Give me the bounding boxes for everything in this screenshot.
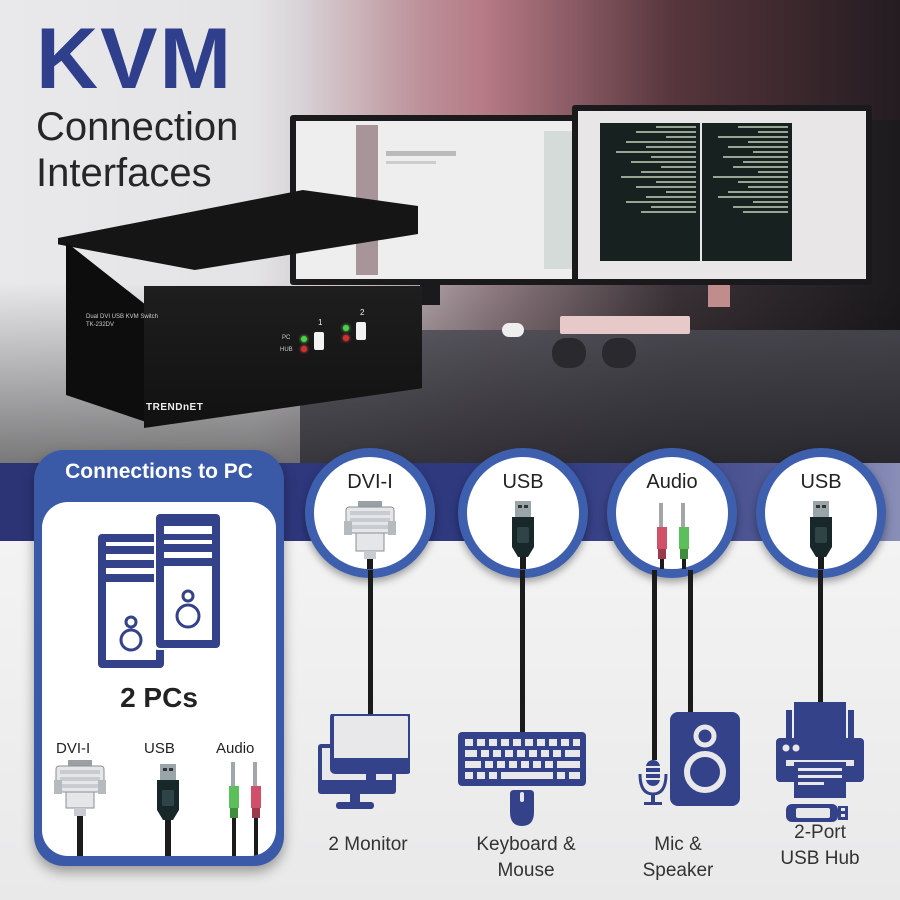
device-label-line1: Mic & — [654, 834, 702, 855]
product-name: Dual DVI USB KVM Switch — [86, 314, 159, 320]
device-label-line1: Keyboard & — [476, 834, 576, 855]
device-label-usb-hub: 2-Port USB Hub — [740, 820, 900, 872]
pc-connector-label-dvi: DVI-I — [56, 740, 91, 757]
usb-connector-icon — [512, 501, 534, 569]
keyboard-mouse-icon — [458, 732, 586, 826]
interface-label-dvi: DVI-I — [347, 471, 393, 493]
mic-speaker-icon — [638, 712, 740, 806]
page-subtitle-line1: Connection — [36, 105, 239, 149]
product-model: TK-232DV — [86, 322, 115, 328]
dual-monitor-icon — [318, 714, 410, 809]
usb-connector-icon — [810, 501, 832, 569]
pc-connector-label-usb: USB — [144, 740, 175, 757]
page-title: KVM — [36, 11, 234, 107]
interface-label-usb-2: USB — [800, 471, 842, 493]
product-label: Dual DVI USB KVM Switch TK-232DV — [86, 313, 158, 329]
dvi-cable — [368, 570, 373, 716]
led-pc-1 — [301, 336, 307, 342]
port-number-1: 1 — [318, 318, 323, 327]
led-hub-1 — [301, 346, 307, 352]
device-label-line2: Mouse — [497, 860, 555, 881]
led-label-pc: PC — [282, 335, 291, 341]
page-subtitle-line2: Interfaces — [36, 151, 212, 195]
port-2-button[interactable] — [356, 322, 366, 340]
audio-jack-icon — [229, 762, 261, 856]
led-hub-2 — [343, 335, 349, 341]
device-label-mic-speaker: Mic & Speaker — [598, 832, 758, 884]
interface-circle-dvi: DVI-I — [305, 448, 435, 578]
photo-keyboard — [560, 316, 690, 334]
photo-monitor-stand — [420, 285, 440, 305]
dvi-connector-icon — [344, 501, 396, 569]
interface-label-usb-1: USB — [502, 471, 544, 493]
interface-circle-audio: Audio — [607, 448, 737, 578]
photo-headphones — [552, 330, 642, 370]
usb-keyboard-cable — [520, 570, 525, 732]
pc-count-label: 2 PCs — [120, 682, 198, 713]
two-pc-tower-icon — [98, 512, 222, 668]
device-label-line2: USB Hub — [780, 848, 860, 869]
usb-hub-cable — [818, 570, 823, 704]
title-block: KVM Connection Interfaces — [36, 14, 238, 196]
device-label-line2: Speaker — [642, 860, 714, 881]
photo-mouse — [502, 323, 524, 337]
interface-circle-usb-keyboard: USB — [458, 448, 588, 578]
device-label-line1: 2-Port — [794, 822, 846, 843]
photo-monitor-stand — [708, 285, 730, 307]
interface-label-audio: Audio — [646, 471, 698, 493]
kvm-switch-product-image — [58, 190, 428, 430]
pc-card-body: 2 PCs DVI-I USB Audio — [42, 502, 276, 856]
printer-usb-icon — [776, 702, 864, 822]
audio-mic-cable — [652, 570, 657, 760]
device-label-monitor: 2 Monitor — [328, 834, 408, 855]
photo-monitor-right — [572, 105, 872, 285]
usb-connector-icon — [157, 764, 179, 856]
audio-speaker-cable — [688, 570, 693, 714]
interface-circle-usb-hub: USB — [756, 448, 886, 578]
audio-jack-icon — [657, 503, 689, 569]
led-pc-2 — [343, 325, 349, 331]
connections-to-pc-card: Connections to PC 2 PCs DVI-I USB Audio — [34, 450, 284, 866]
pc-connector-label-audio: Audio — [216, 740, 255, 757]
led-label-hub: HUB — [280, 347, 293, 353]
dvi-connector-icon — [54, 760, 106, 856]
port-number-2: 2 — [360, 308, 365, 317]
pc-card-title: Connections to PC — [65, 460, 253, 483]
device-label-keyboard-mouse: Keyboard & Mouse — [446, 832, 606, 884]
port-1-button[interactable] — [314, 332, 324, 350]
brand-logo: TRENDnET — [146, 402, 204, 413]
